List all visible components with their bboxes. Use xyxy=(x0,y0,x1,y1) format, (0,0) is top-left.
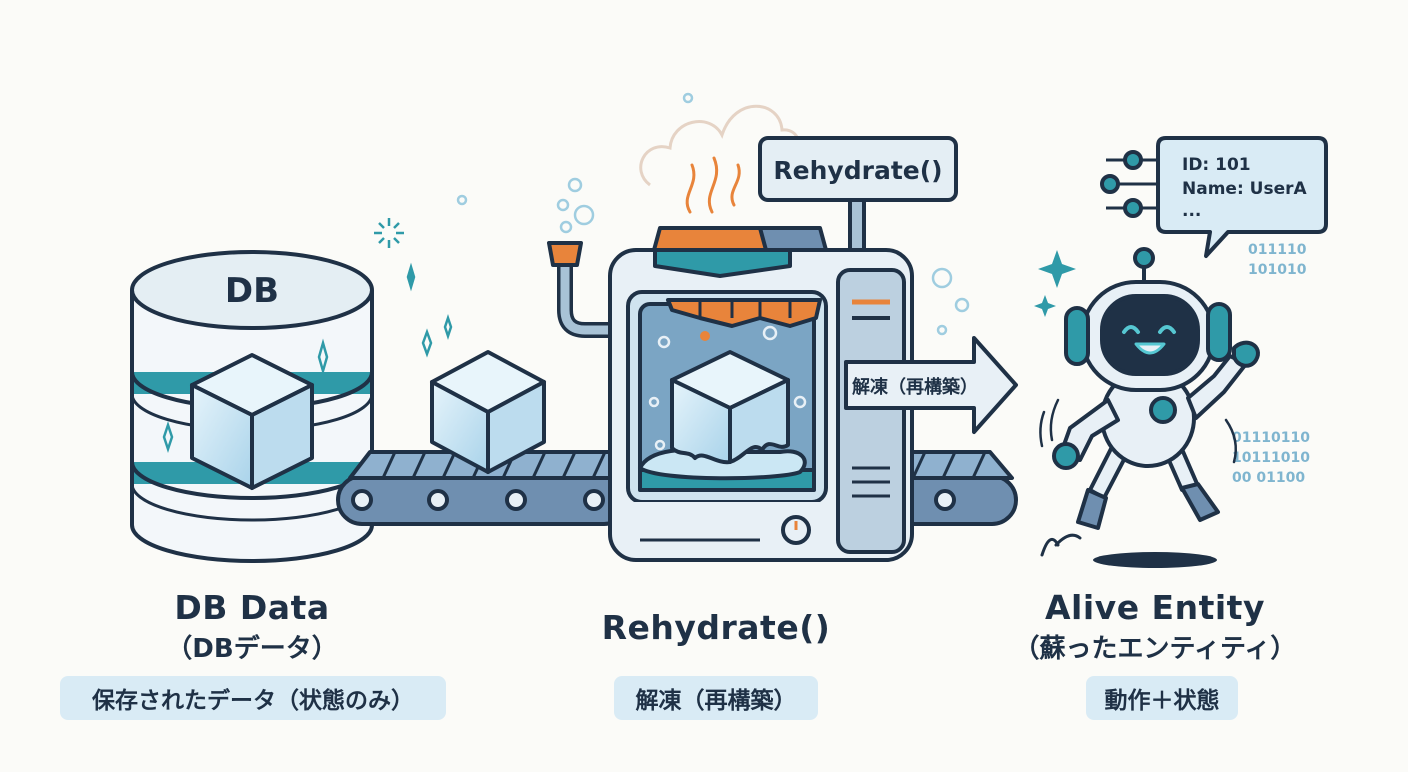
db-description: 保存されたデータ（状態のみ） xyxy=(60,676,446,720)
entity-description: 動作＋状態 xyxy=(1086,676,1238,720)
bubble-line-2: Name: UserA xyxy=(1182,179,1307,199)
entity-title: Alive Entity xyxy=(1045,588,1265,627)
db-ice-cube xyxy=(190,353,314,490)
motion-lines xyxy=(1039,398,1237,464)
machine-title: Rehydrate() xyxy=(601,608,831,647)
belt-ice-cube xyxy=(430,350,546,474)
sparkle-icon xyxy=(162,218,453,453)
binary-line: 101010 xyxy=(1248,262,1307,278)
sparkle-icon xyxy=(1034,250,1076,317)
robot xyxy=(1040,247,1260,568)
db-subtitle: （DBデータ） xyxy=(166,634,338,664)
binary-bottom: 01110110 10111010 00 01100 xyxy=(1232,430,1310,486)
melting-ice-cube xyxy=(638,350,807,481)
binary-line: 01110110 xyxy=(1232,430,1310,446)
db-label: DB xyxy=(225,271,279,311)
machine-sign xyxy=(758,136,958,260)
conveyor-belt xyxy=(336,450,1018,526)
bubble-icon xyxy=(648,325,807,451)
binary-line: 011110 xyxy=(1248,242,1307,258)
machine-pipe xyxy=(547,241,612,338)
steam-icon xyxy=(639,104,801,214)
bubble-line-3: ... xyxy=(1182,201,1201,221)
arrow-label: 解凍（再構築） xyxy=(852,376,978,398)
binary-line: 10111010 xyxy=(1232,450,1310,466)
db-title: DB Data xyxy=(174,588,330,627)
binary-top: 011110 101010 xyxy=(1248,242,1307,278)
entity-subtitle: （蘇ったエンティティ） xyxy=(1013,634,1297,664)
data-bubble xyxy=(1100,136,1328,258)
sign-label: Rehydrate() xyxy=(773,156,942,185)
orange-dot xyxy=(700,331,710,341)
bubble-line-1: ID: 101 xyxy=(1182,155,1251,175)
binary-line: 00 01100 xyxy=(1232,470,1305,486)
rehydrate-arrow xyxy=(844,336,1018,434)
bubble-icon xyxy=(456,92,970,336)
machine-description: 解凍（再構築） xyxy=(614,676,818,720)
